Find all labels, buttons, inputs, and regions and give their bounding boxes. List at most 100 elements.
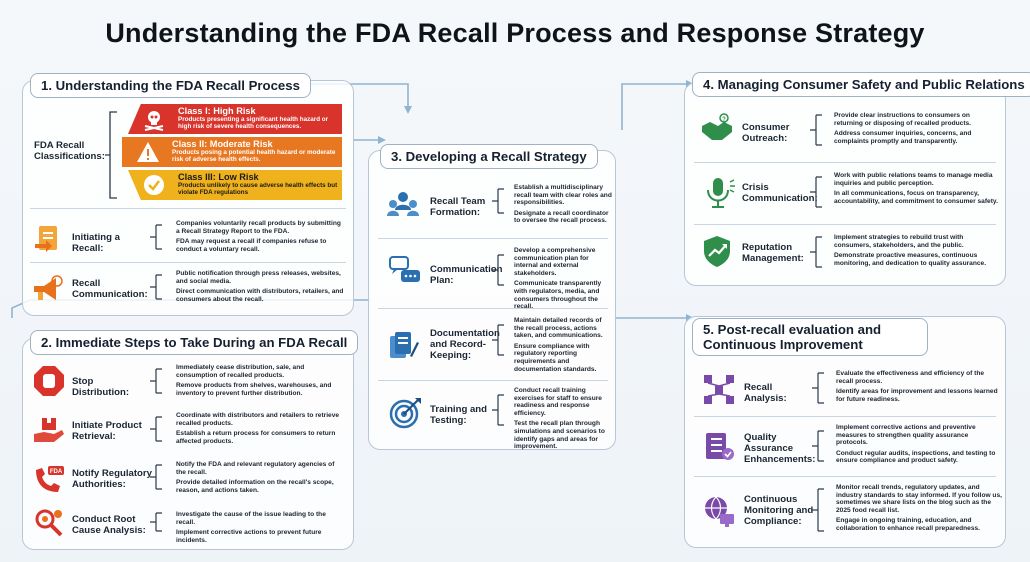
class-3-banner: Class III: Low Risk Products unlikely to… [128,170,342,200]
bracket [150,274,162,300]
divider [694,162,996,163]
bullet: Public notification through press releas… [176,270,341,285]
documentation-label: Documentation and Record-Keeping: [430,328,500,361]
divider [694,224,996,225]
communication-plan-label: Communication Plan: [430,264,503,286]
bullet: Work with public relations teams to mana… [834,172,993,187]
box-hand-icon [32,412,66,446]
quality-assurance-bullets: Implement corrective actions and prevent… [836,424,1000,468]
fda-classifications-bracket [105,111,117,199]
bullet: Engage in ongoing training, education, a… [836,517,981,532]
skull-icon [144,111,164,131]
crisis-communication-label: Crisis Communication: [742,182,818,204]
divider [30,262,346,263]
documents-pen-icon [386,328,420,362]
class-1-banner: Class I: High Risk Products presenting a… [128,104,342,134]
target-icon [388,396,422,430]
bullet: In all communications, focus on transpar… [834,190,998,205]
phone-fda-icon: FDA [32,462,66,496]
bullet: Establish a multidisciplinary recall tea… [514,184,612,207]
bullet: Communicate transparently with regulator… [514,280,602,311]
shield-arrow-icon [700,234,734,268]
checklist-badge-icon [702,430,736,464]
quality-assurance-label: Quality Assurance Enhancements: [744,432,816,465]
magnifier-gears-icon [32,506,66,540]
bullet: Designate a recall coordinator to overse… [514,209,609,225]
bullet: Demonstrate proactive measures, continuo… [834,252,987,267]
bullet: Ensure compliance with regulatory report… [514,342,597,373]
notify-authorities-label: Notify Regulatory Authorities: [72,468,152,490]
notify-authorities-bullets: Notify the FDA and relevant regulatory a… [176,461,346,497]
bracket [812,372,824,404]
divider [378,238,608,239]
recall-analysis-bullets: Evaluate the effectiveness and efficienc… [836,370,1000,406]
bullet: Conduct recall training exercises for st… [514,387,602,417]
root-cause-bullets: Investigate the cause of the issue leadi… [176,511,346,547]
stop-distribution-label: Stop Distribution: [72,376,130,398]
section-5-heading: 5. Post-recall evaluation and Continuous… [692,318,928,356]
class-2-title: Class II: Moderate Risk [172,139,273,149]
bracket [812,488,824,532]
training-testing-label: Training and Testing: [430,404,488,426]
bullet: Coordinate with distributors and retaile… [176,412,340,427]
globe-monitor-icon [702,494,736,528]
bullet: Address consumer inquiries, concerns, an… [834,130,972,145]
svg-text:?: ? [722,117,726,123]
reputation-management-bullets: Implement strategies to rebuild trust wi… [834,234,1000,270]
recall-team-label: Recall Team Formation: [430,196,486,218]
bullet: Monitor recall trends, regulatory update… [836,484,1002,514]
section-1-heading: 1. Understanding the FDA Recall Process [30,73,311,98]
section-4-heading: 4. Managing Consumer Safety and Public R… [692,72,1030,97]
bullet: Evaluate the effectiveness and efficienc… [836,370,985,385]
continuous-monitoring-label: Continuous Monitoring and Compliance: [744,494,814,527]
chat-bubbles-icon [388,254,422,288]
document-arrow-icon [32,222,66,256]
bullet: Implement corrective actions to prevent … [176,529,322,544]
bracket [810,176,822,208]
bracket [150,416,162,442]
bullet: Conduct regular audits, inspections, and… [836,449,996,465]
documentation-bullets: Maintain detailed records of the recall … [514,317,612,376]
check-icon [144,175,164,195]
initiating-recall-bullets: Companies voluntarily recall products by… [176,220,346,256]
microphone-icon [702,176,736,210]
section-2-panel [22,338,354,550]
continuous-monitoring-bullets: Monitor recall trends, regulatory update… [836,484,1002,536]
megaphone-icon [30,272,64,306]
fda-classifications-label: FDA Recall Classifications: [34,140,105,162]
bullet: Test the recall plan through simulations… [514,420,605,451]
bullet: Develop a comprehensive communication pl… [514,247,596,277]
bullet: Notify the FDA and relevant regulatory a… [176,461,335,476]
bullet: Establish a return process for consumers… [176,430,336,445]
bullet: Maintain detailed records of the recall … [514,317,603,340]
section-3-heading: 3. Developing a Recall Strategy [380,144,598,169]
bracket [492,394,504,426]
bracket [150,464,162,490]
bracket [810,114,822,146]
section-3-panel [368,150,616,450]
bracket [150,224,162,250]
reputation-management-label: Reputation Management: [742,242,804,264]
product-retrieval-bullets: Coordinate with distributors and retaile… [176,412,346,448]
bullet: FDA may request a recall if companies re… [176,238,327,253]
warning-icon [137,142,159,162]
recall-analysis-label: Recall Analysis: [744,382,787,404]
initiating-recall-label: Initiating a Recall: [72,232,120,254]
consumer-outreach-label: Consumer Outreach: [742,122,790,144]
training-testing-bullets: Conduct recall training exercises for st… [514,387,612,454]
bullet: Provide clear instructions to consumers … [834,112,972,127]
divider [694,416,996,417]
divider [694,476,996,477]
recall-team-bullets: Establish a multidisciplinary recall tea… [514,184,612,228]
page-title: Understanding the FDA Recall Process and… [105,18,925,48]
bracket [492,324,504,356]
section-4-panel [684,82,1006,286]
bullet: Investigate the cause of the issue leadi… [176,511,326,526]
stop-hand-icon [32,364,66,398]
class-1-title: Class I: High Risk [178,106,256,116]
bullet: Direct communication with distributors, … [176,288,344,303]
bracket [492,188,504,214]
bullet: Implement corrective actions and prevent… [836,424,976,447]
handshake-icon: ? [700,112,734,146]
consumer-outreach-bullets: Provide clear instructions to consumers … [834,112,1000,148]
